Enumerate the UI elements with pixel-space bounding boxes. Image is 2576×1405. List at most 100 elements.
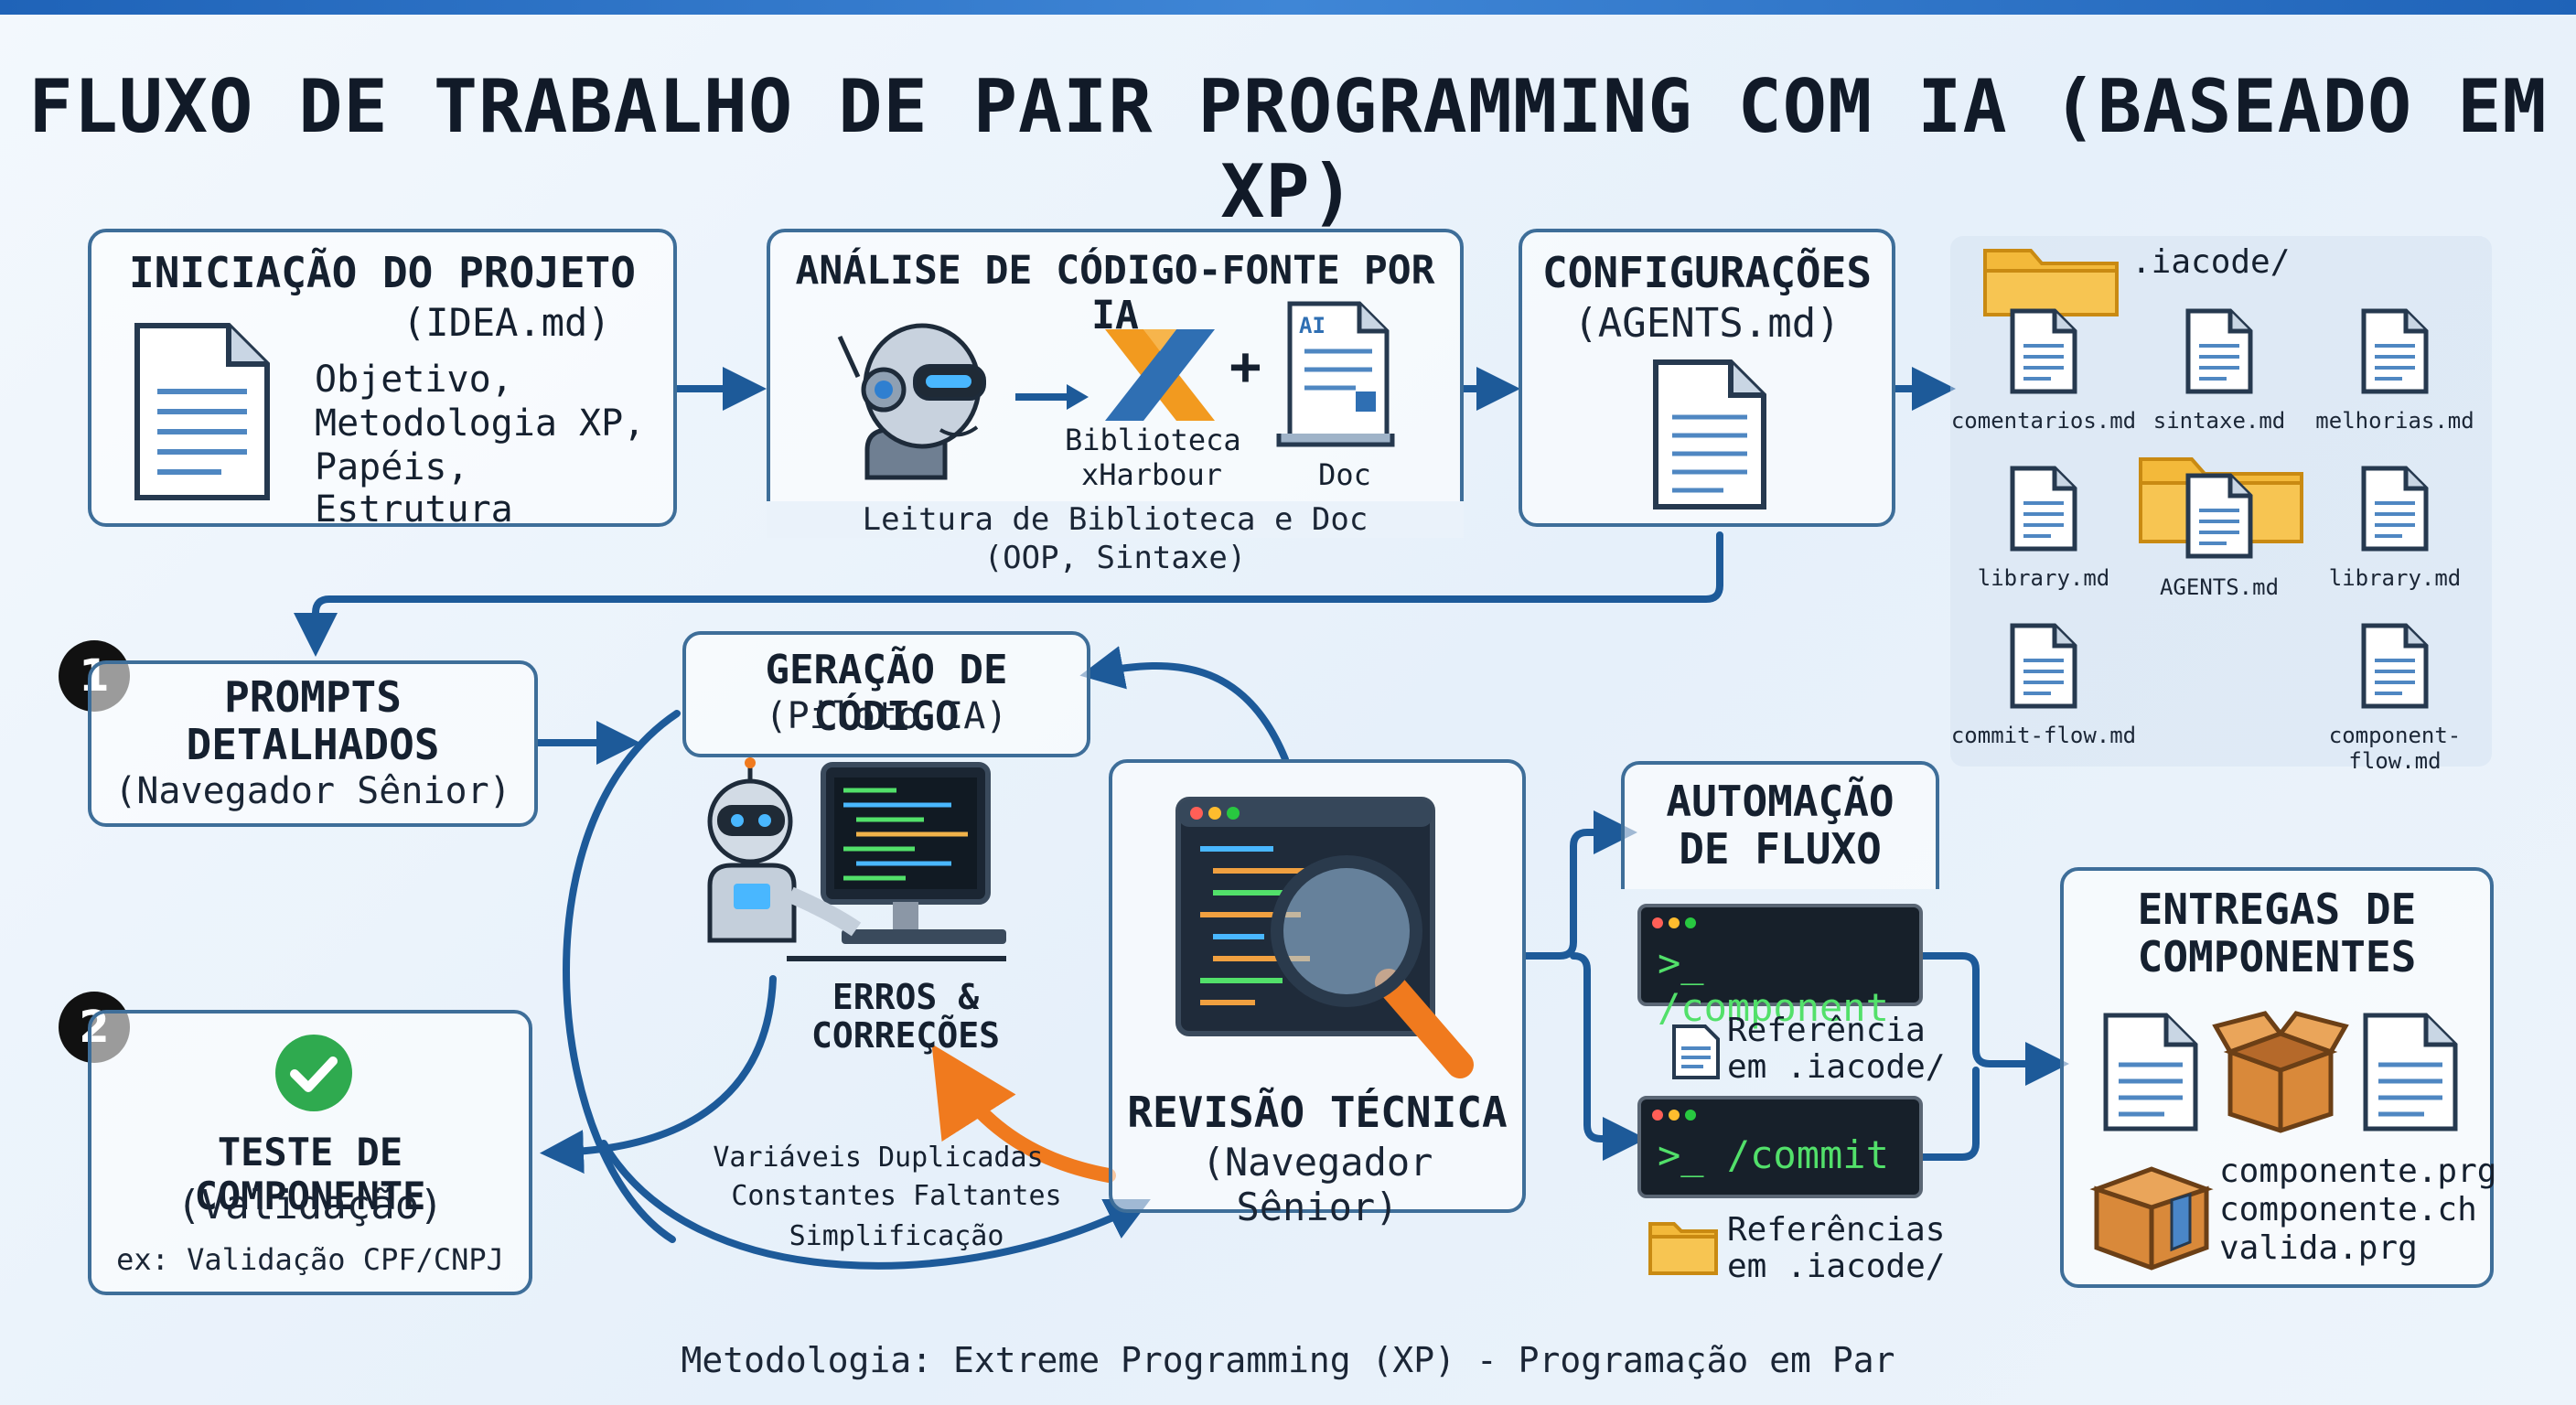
reference-2-line-2: em .iacode/ [1727, 1248, 1946, 1285]
issue-3: Simplificação [789, 1220, 1004, 1252]
iniciacao-line-3: Papéis, Estrutura [315, 446, 513, 531]
prompts-subtitle: (Navegador Sênior) [114, 770, 511, 812]
iacode-file-icon [2185, 308, 2253, 394]
commit-command-terminal[interactable]: >_ /commit [1637, 1096, 1923, 1198]
iacode-file-icon [2361, 623, 2429, 709]
deliverable-file-3: valida.prg [2219, 1229, 2418, 1267]
entregas-title-line-2: COMPONENTES [2137, 932, 2417, 981]
issue-2: Constantes Faltantes [731, 1180, 1062, 1212]
prompts-title-line-2: DETALHADOS [186, 720, 440, 769]
prompts-title-line-1: PROMPTS [224, 672, 402, 722]
reference-document-icon [1672, 1024, 1720, 1079]
page-title: FLUXO DE TRABALHO DE PAIR PROGRAMMING CO… [28, 64, 2548, 234]
geracao-subtitle: (Piloto IA) [765, 695, 1008, 737]
deliverable-document-icon-2 [2363, 1013, 2458, 1132]
revisao-box: REVISÃO TÉCNICA (Navegador Sênior) [1109, 759, 1526, 1229]
geracao-box: GERAÇÃO DE CÓDIGO (Piloto IA) [682, 631, 1090, 757]
prompts-box: PROMPTS DETALHADOS (Navegador Sênior) [88, 660, 538, 827]
iacode-file-label: sintaxe.md [2152, 408, 2286, 434]
geracao-title: GERAÇÃO DE CÓDIGO [765, 647, 1008, 740]
arrow-geracao-to-teste [540, 975, 777, 1174]
iniciacao-subtitle: (IDEA.md) [402, 300, 611, 345]
revisao-title: REVISÃO TÉCNICA [1127, 1088, 1508, 1137]
iniciacao-line-1: Objetivo, [315, 359, 513, 401]
automacao-box: AUTOMAÇÃO DE FLUXO [1621, 761, 1939, 889]
ai-document-tag: AI [1299, 313, 1326, 338]
issue-1: Variáveis Duplicadas [713, 1142, 1044, 1174]
deliverable-file-2: componente.ch [2219, 1191, 2477, 1228]
iacode-folder-icon [1983, 249, 2119, 316]
code-review-magnifier-icon [1175, 797, 1474, 1078]
robot-coding-icon [707, 757, 1006, 961]
analise-title: ANÁLISE DE CÓDIGO-FONTE POR IA [795, 248, 1435, 339]
iniciacao-title: INICIAÇÃO DO PROJETO [129, 248, 636, 297]
footer-methodology: Metodologia: Extreme Programming (XP) - … [681, 1340, 1895, 1380]
analise-caption-1: Leitura de Biblioteca e Doc [767, 501, 1464, 538]
arrow-revisao-to-geracao [1079, 646, 1289, 763]
xharbour-label-line-1: Biblioteca [1065, 423, 1241, 457]
iacode-file-label: component-flow.md [2328, 723, 2462, 774]
plus-sign: + [1229, 335, 1261, 397]
arrow-revisao-to-automacao [1522, 810, 1637, 960]
commit-command: >_ /commit [1658, 1132, 1889, 1177]
closed-package-icon [2089, 1166, 2214, 1271]
analise-box: ANÁLISE DE CÓDIGO-FONTE POR IA Bibliotec… [767, 229, 1464, 527]
iacode-file-icon [2361, 308, 2429, 394]
automacao-title-line-1: AUTOMAÇÃO [1666, 777, 1894, 826]
reference-2-line-1: Referências [1727, 1211, 1946, 1249]
xharbour-label-line-2: xHarbour [1080, 457, 1223, 492]
deliverable-file-1: componente.prg [2219, 1153, 2497, 1190]
check-icon [275, 1035, 352, 1111]
iacode-file-label: comentarios.md [1950, 408, 2137, 434]
iacode-file-label: commit-flow.md [1950, 723, 2137, 748]
erros-label-line-1: ERROS & [832, 977, 980, 1017]
teste-subtitle: (Validação) [177, 1182, 444, 1228]
doc-label: Doc [1318, 457, 1371, 492]
arrow-component-to-entregas [1917, 952, 2069, 1086]
iacode-file-label: AGENTS.md [2159, 574, 2280, 600]
package-box-icon [2212, 1011, 2349, 1133]
iacode-file-label: melhorias.md [2315, 408, 2474, 434]
top-accent-bar [0, 0, 2576, 15]
component-command-terminal[interactable]: >_ /component [1637, 904, 1923, 1030]
teste-box: TESTE DE COMPONENTE (Validação) ex: Vali… [88, 1010, 532, 1295]
reference-1-line-2: em .iacode/ [1727, 1048, 1946, 1086]
reference-1-line-1: Referência [1727, 1012, 1926, 1049]
xharbour-logo-icon [1105, 329, 1215, 421]
config-title: CONFIGURAÇÕES [1541, 248, 1873, 297]
iniciacao-box: INICIAÇÃO DO PROJETO (IDEA.md) Objetivo,… [88, 229, 677, 531]
component-command: >_ /component [1658, 940, 1889, 1030]
reference-folder-icon [1648, 1222, 1718, 1275]
ai-document-icon [1276, 301, 1395, 447]
arrow-config-to-prompts [294, 531, 1723, 657]
automacao-title-line-2: DE FLUXO [1679, 824, 1882, 874]
arrow-loop-left [563, 710, 681, 1243]
ai-robot-head-icon [837, 323, 986, 480]
iacode-file-label: library.md [2328, 565, 2462, 591]
arrow-revisao-to-erros [931, 1044, 1116, 1183]
iacode-file-icon [2010, 623, 2077, 709]
iacode-file-label: library.md [1977, 565, 2110, 591]
arrow-robot-to-library [1015, 384, 1089, 410]
iacode-folder-label: .iacode/ [2131, 243, 2291, 281]
iniciacao-line-2: Metodologia XP, [315, 402, 646, 445]
iacode-file-icon [2185, 473, 2253, 559]
erros-label-line-2: CORREÇÕES [811, 1015, 1000, 1056]
teste-title: TESTE DE COMPONENTE [194, 1130, 426, 1219]
iacode-file-icon [2010, 466, 2077, 552]
idea-document-icon [134, 323, 270, 500]
arrow-revisao-to-commit [1570, 952, 1647, 1161]
revisao-subtitle: (Navegador Sênior) [1201, 1140, 1433, 1229]
agents-document-icon [1653, 359, 1766, 509]
teste-example: ex: Validação CPF/CNPJ [116, 1242, 504, 1277]
deliverable-document-icon-1 [2103, 1013, 2198, 1132]
analise-caption-2: (OOP, Sintaxe) [983, 540, 1247, 576]
entregas-title-line-1: ENTREGAS DE [2137, 885, 2417, 934]
entregas-box: ENTREGAS DE COMPONENTES componente.prg c… [2060, 867, 2497, 1288]
arrow-loop-to-revisao [600, 1140, 1151, 1270]
iacode-file-icon [2361, 466, 2429, 552]
config-subtitle: (AGENTS.md) [1573, 300, 1841, 347]
arrow-commit-to-entregas [1917, 1067, 1980, 1161]
iacode-file-icon [2010, 308, 2077, 394]
